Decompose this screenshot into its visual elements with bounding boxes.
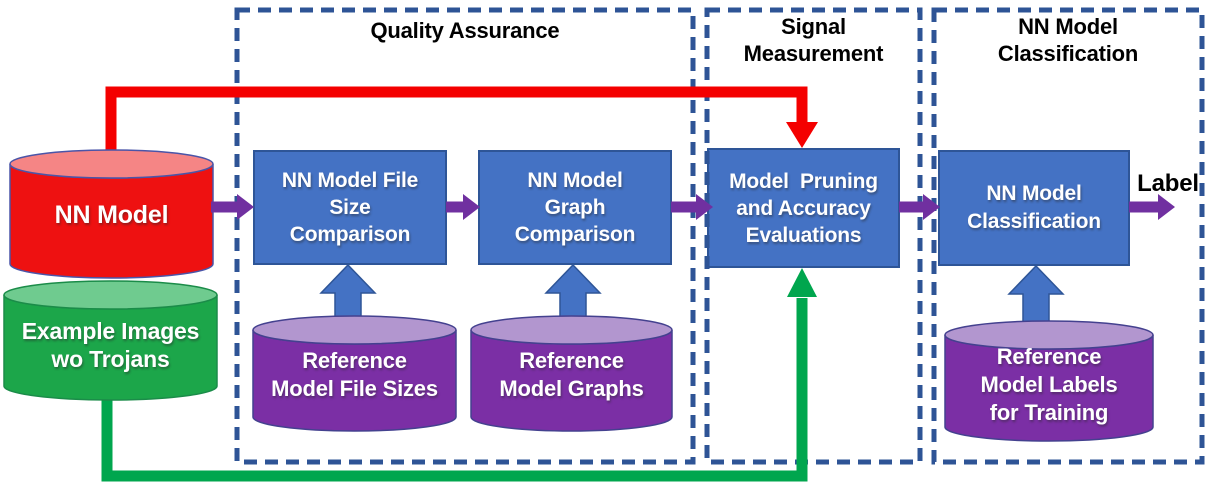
section-title-line: Signal [781, 14, 846, 39]
section-border-signal-measurement [704, 7, 923, 465]
nn-model-flow-arrowhead [786, 122, 818, 148]
section-border-nn-model-classification [931, 7, 1205, 465]
section-title-nn-model-classification: NN Model Classification [934, 13, 1202, 67]
process-box-file-size-comparison: NN Model File Size Comparison [253, 150, 447, 265]
reference-file-sizes-cylinder-label: Reference Model File Sizes [253, 332, 456, 418]
cylinder-label-line: Model File Sizes [271, 376, 438, 401]
process-box-label-line: Comparison [514, 223, 636, 246]
reference-graphs-cylinder-top [470, 315, 673, 345]
cylinder-label-line: wo Trojans [51, 346, 170, 372]
section-title-signal-measurement: Signal Measurement [707, 13, 920, 67]
process-box-label-line: Graph [544, 196, 606, 219]
nn-model-cylinder-label: NN Model [10, 190, 213, 240]
flow-arrow-graph-to-pruning [671, 194, 713, 220]
process-box-graph-comparison: NN Model Graph Comparison [478, 150, 672, 265]
output-label: Label [1137, 170, 1199, 197]
process-box-label-line: Comparison [289, 223, 411, 246]
flow-arrow-pruning-to-classification [899, 194, 940, 220]
reference-labels-cylinder-label: Reference Model Labels for Training [945, 337, 1153, 433]
cylinder-label-line: Reference [302, 348, 407, 373]
process-box-label-line: NN Model File [281, 169, 419, 192]
flow-arrow-filesize-to-graph [446, 194, 480, 220]
nn-model-flow-line [105, 86, 808, 158]
example-images-cylinder-label: Example Images wo Trojans [4, 301, 217, 389]
process-box-label-line: and Accuracy [736, 196, 871, 220]
process-box-nn-model-classification: NN Model Classification [938, 150, 1130, 266]
process-box-label-line: Model Pruning [729, 169, 878, 193]
section-title-line: Measurement [743, 41, 884, 66]
example-images-cylinder-top [3, 280, 218, 310]
reference-file-sizes-cylinder-top [252, 315, 457, 345]
example-images-flow-line [101, 298, 808, 482]
nn-model-cylinder-top [9, 149, 214, 179]
reference-labels-cylinder-top [944, 320, 1154, 350]
reference-graphs-cylinder-label: Reference Model Graphs [471, 332, 672, 418]
process-box-label-line: Size [329, 196, 371, 219]
cylinder-label-line: Model Graphs [499, 376, 644, 401]
flow-arrow-model-to-filesize [211, 194, 254, 220]
cylinder-label-line: Example Images [21, 318, 200, 344]
section-title-line: Classification [997, 41, 1139, 66]
cylinder-label-line: Reference [519, 348, 624, 373]
process-box-label-line: NN Model [527, 169, 623, 192]
example-images-flow-arrowhead [787, 268, 817, 297]
process-box-model-pruning: Model Pruning and Accuracy Evaluations [707, 148, 900, 268]
flow-arrow-classification-to-label [1129, 194, 1175, 220]
section-border-quality-assurance [234, 7, 696, 465]
cylinder-label-line: Reference [996, 344, 1102, 369]
process-box-label-line: NN Model [986, 182, 1082, 205]
cylinder-label-line: NN Model [54, 200, 169, 229]
section-title-quality-assurance: Quality Assurance [237, 17, 693, 44]
cylinder-label-line: Model Labels [980, 372, 1118, 397]
section-title-line: Quality Assurance [370, 18, 560, 43]
cylinder-label-line: for Training [989, 400, 1109, 425]
process-box-label-line: Classification [967, 210, 1101, 233]
section-title-line: NN Model [1018, 14, 1118, 39]
process-box-label-line: Evaluations [745, 223, 862, 247]
